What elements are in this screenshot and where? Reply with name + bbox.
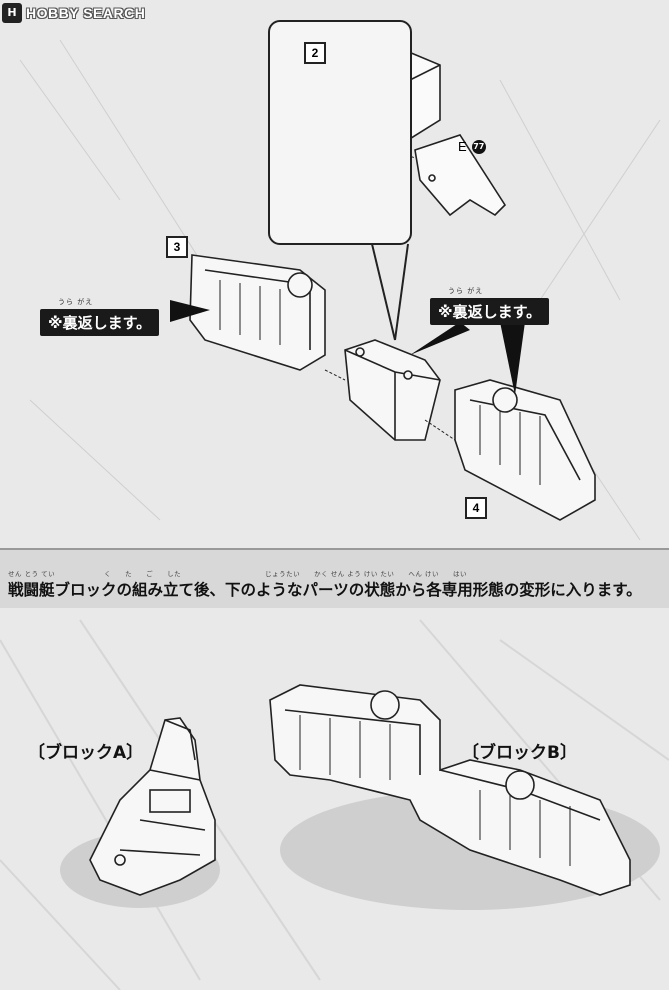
part-reference-e77: E 77 — [458, 136, 486, 155]
caption-band — [0, 548, 669, 608]
caption-ruby: せん とう てい く た ご した じょうたい かく せん よう けい たい へ… — [8, 570, 467, 578]
note-left: ※裏返します。 — [40, 309, 160, 336]
note-right: ※裏返します。 — [430, 298, 550, 325]
step-number-4: 4 — [465, 497, 487, 519]
watermark-text: HOBBY SEARCH — [26, 5, 146, 21]
note-left-ruby: うら がえ — [58, 298, 94, 306]
hobbysearch-logo-icon: H — [2, 3, 22, 23]
block-b-label: 〔ブロックB〕 — [462, 743, 577, 763]
part-number-badge: 77 — [471, 139, 486, 154]
block-a-label: 〔ブロックA〕 — [28, 743, 144, 763]
part-3-drawing — [189, 254, 326, 371]
part-letter: E — [458, 139, 467, 154]
caption-text: 戦闘艇ブロックの組み立て後、下のようなパーツの状態から各専用形態の変形に入ります… — [8, 581, 642, 599]
detail-callout — [268, 20, 412, 245]
part-e77-drawing — [414, 134, 507, 217]
block-b-drawing — [269, 684, 660, 910]
hobbysearch-watermark: H HOBBY SEARCH — [0, 0, 200, 26]
step-number-3: 3 — [166, 236, 188, 258]
part-4-drawing — [454, 379, 596, 521]
callout-pointer — [371, 243, 396, 341]
center-block-drawing — [344, 339, 441, 441]
note-right-ruby: うら がえ — [448, 287, 484, 295]
block-a-drawing — [60, 717, 220, 908]
step-number-2: 2 — [304, 42, 326, 64]
note-right-arrow — [500, 322, 525, 395]
note-left-arrow — [170, 300, 210, 322]
